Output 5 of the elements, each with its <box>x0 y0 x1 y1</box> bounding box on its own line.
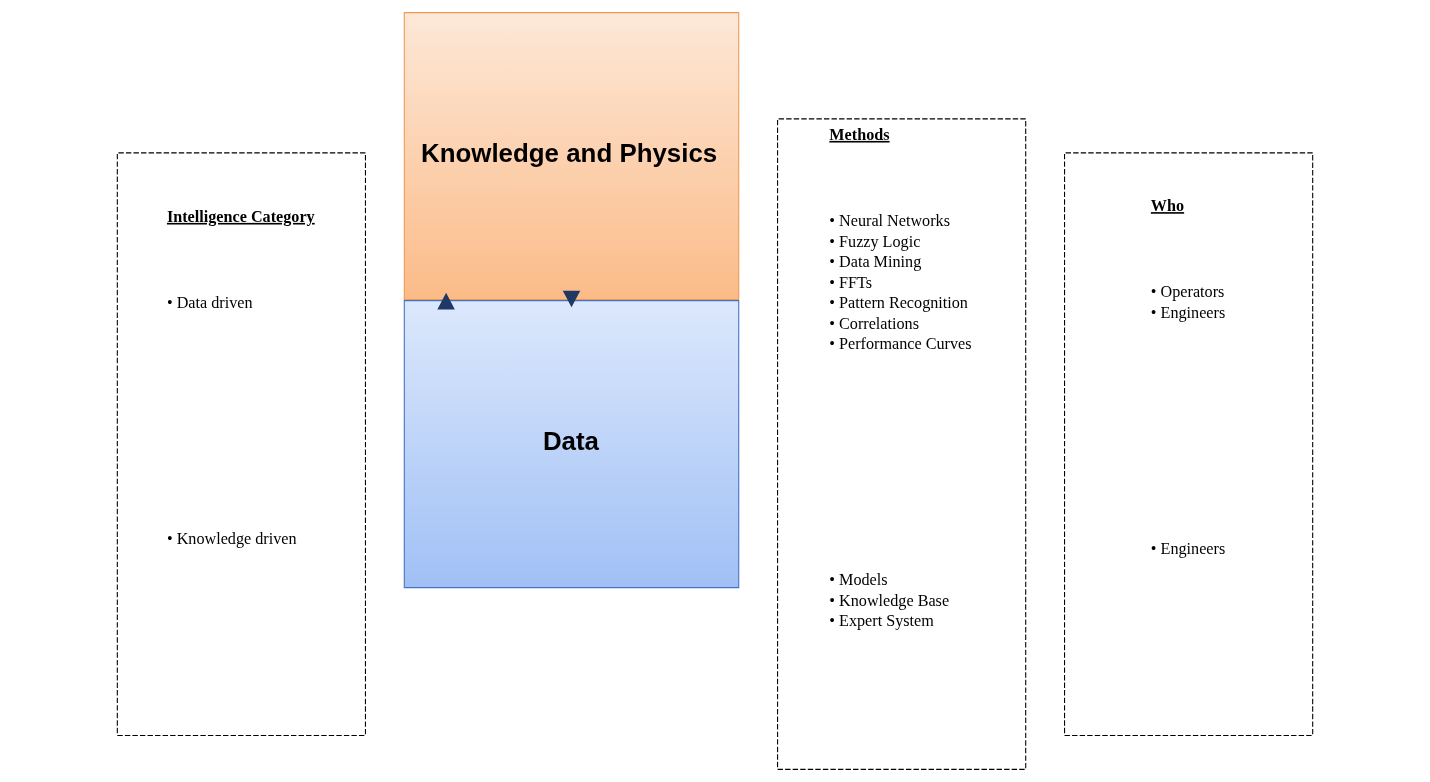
arrow <box>437 292 455 310</box>
node-box: Intelligence Category • Data driven • Knowledge driven <box>116 152 366 736</box>
node-box: Methods • Neural Networks • Fuzzy Logic • Data Mining • FFTs • Pattern Recognition • Correlations • Performance Curves • Models • Knowledge Base • Expert System <box>777 118 1027 770</box>
arrow <box>562 290 581 308</box>
node-box: Who • Operators • Engineers • Engineers <box>1064 152 1314 736</box>
